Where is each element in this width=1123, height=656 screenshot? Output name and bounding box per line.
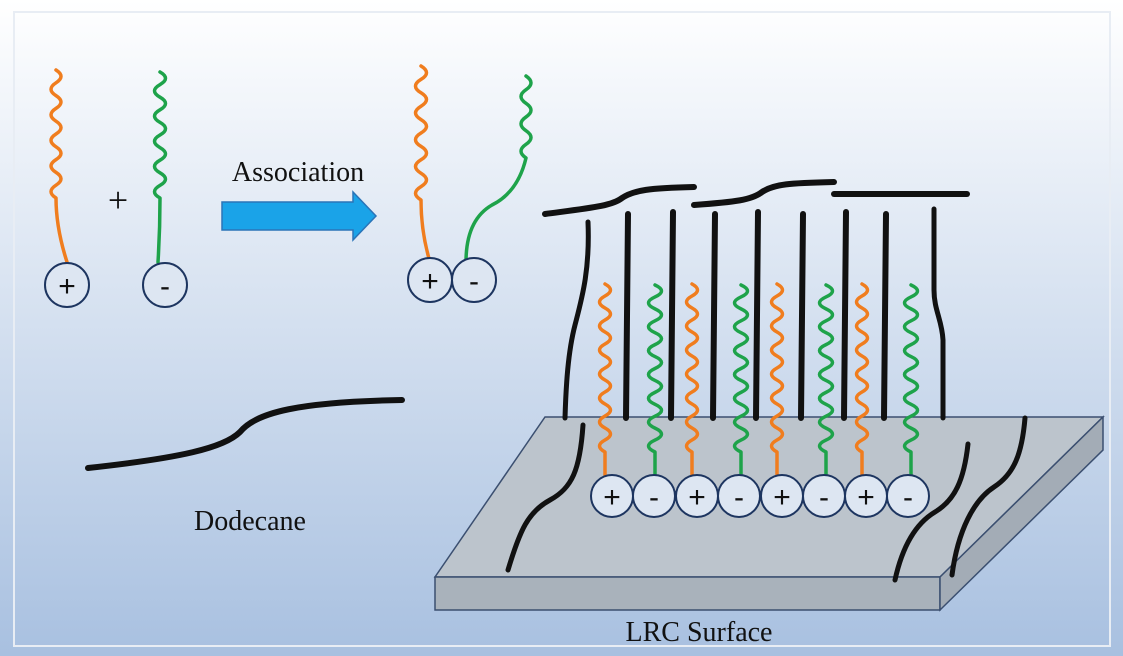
dodecane-top-2 — [691, 179, 837, 208]
anionic-tail-adsorbed-8 — [902, 283, 920, 477]
pair-anion-headgroup: - — [451, 257, 497, 303]
surface-headgroup-1: + — [590, 474, 634, 518]
dodecane-free — [85, 397, 405, 471]
surface-headgroup-8-circle — [886, 474, 930, 518]
dodecane-top-1 — [542, 184, 697, 217]
dodecane-vertical-2 — [668, 209, 676, 421]
anionic-tail-adsorbed-2 — [646, 283, 664, 477]
dodecane-label: Dodecane — [194, 506, 306, 537]
surfactant-tails-layer — [49, 64, 920, 477]
dodecane-surface-right-1 — [892, 441, 971, 583]
surface-headgroup-2-sign: - — [649, 481, 659, 514]
cationic-tail-adsorbed-7 — [854, 282, 870, 477]
cationic-tail-adsorbed-3 — [684, 282, 700, 477]
dodecane-vertical-6 — [841, 209, 849, 421]
headgroups-layer: +-+-+-+-+-+- — [44, 257, 930, 518]
anion-headgroup: - — [142, 262, 188, 308]
anion-headgroup-circle — [142, 262, 188, 308]
pair-cation-headgroup-sign: + — [421, 265, 439, 298]
pair-cation-headgroup: + — [407, 257, 453, 303]
dodecane-vertical-1 — [623, 211, 631, 421]
surface-headgroup-2: - — [632, 474, 676, 518]
surface-headgroup-7: + — [844, 474, 888, 518]
surface-headgroup-3-sign: + — [688, 481, 706, 514]
surface-headgroup-1-sign: + — [603, 481, 621, 514]
cation-headgroup: + — [44, 262, 90, 308]
anionic-tail-pair — [464, 74, 533, 264]
surface-headgroup-3: + — [675, 474, 719, 518]
surface-headgroup-6-sign: - — [819, 481, 829, 514]
pair-anion-headgroup-circle — [451, 257, 497, 303]
cationic-tail-pair — [413, 64, 432, 264]
anionic-tail-adsorbed-4 — [732, 283, 750, 477]
slab-side-face — [939, 415, 1104, 612]
cation-headgroup-sign: + — [58, 270, 76, 303]
association-arrow — [221, 190, 378, 242]
anionic-tail-free — [152, 70, 168, 264]
anion-headgroup-sign: - — [160, 270, 170, 303]
dodecane-vertical-7 — [881, 211, 889, 421]
surface-headgroup-8-sign: - — [903, 481, 913, 514]
frame-border — [13, 11, 1111, 647]
surface-headgroup-4-sign: - — [734, 481, 744, 514]
cationic-tail-adsorbed-1 — [597, 282, 613, 477]
surface-headgroup-8: - — [886, 474, 930, 518]
cationic-tail-free — [49, 68, 69, 264]
dodecane-vertical-3 — [710, 211, 718, 421]
plus-operator: + — [108, 180, 128, 220]
dodecane-vertical-left — [562, 219, 591, 421]
dodecane-surface-right-2 — [949, 415, 1028, 578]
surface-headgroup-5-sign: + — [773, 481, 791, 514]
association-label: Association — [232, 157, 364, 188]
anionic-tail-adsorbed-6 — [817, 283, 835, 477]
cation-headgroup-circle — [44, 262, 90, 308]
surface-headgroup-6: - — [802, 474, 846, 518]
slab-front-face — [434, 576, 941, 611]
dodecane-layer — [85, 179, 1028, 583]
cationic-tail-adsorbed-5 — [769, 282, 785, 477]
dodecane-vertical-4 — [753, 209, 761, 421]
surface-headgroup-5: + — [760, 474, 804, 518]
surface-headgroup-7-sign: + — [857, 481, 875, 514]
dodecane-vertical-right — [931, 206, 946, 421]
arrow-shape — [221, 190, 378, 242]
surface-headgroup-4: - — [717, 474, 761, 518]
dodecane-surface-left — [505, 422, 586, 573]
pair-anion-headgroup-sign: - — [469, 265, 479, 298]
lrc-surface-label: LRC Surface — [626, 617, 773, 648]
dodecane-vertical-5 — [798, 211, 806, 421]
